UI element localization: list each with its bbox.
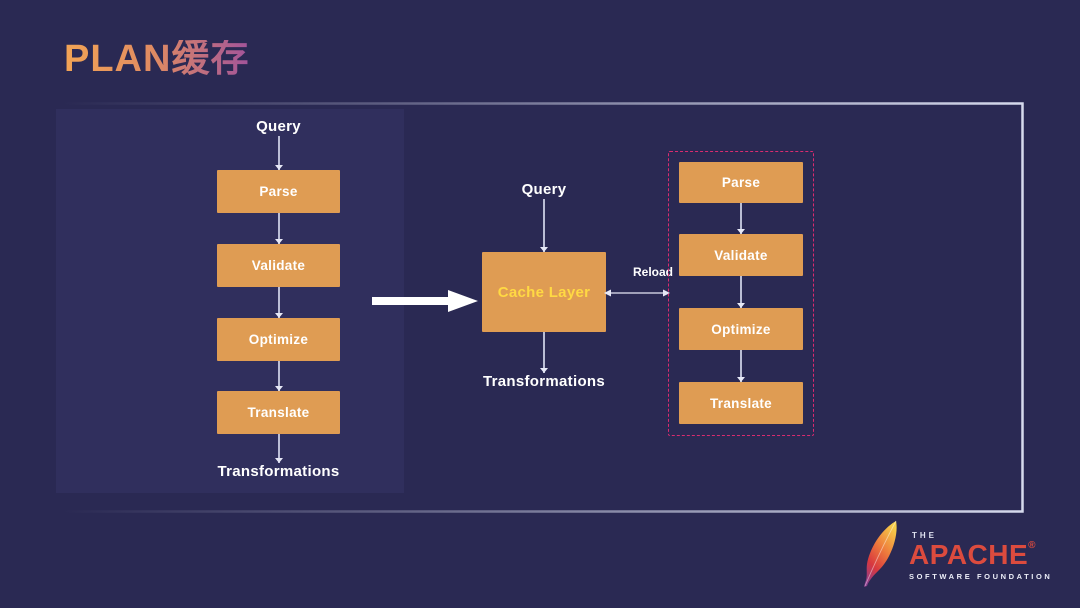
reload-label: Reload [632, 265, 673, 279]
left-step-validate: Validate [217, 244, 340, 287]
logo-the: THE [912, 531, 937, 540]
apache-logo: THE APACHE® SOFTWARE FOUNDATION [860, 518, 1052, 590]
center-query-label: Query [521, 181, 567, 198]
arrow-down-icon [740, 350, 742, 382]
double-arrow-icon [604, 289, 670, 297]
right-step-translate: Translate [679, 382, 803, 424]
left-query-label: Query [256, 118, 301, 135]
logo-subtitle: SOFTWARE FOUNDATION [909, 572, 1053, 581]
left-step-translate: Translate [217, 391, 340, 434]
arrow-down-icon [277, 213, 280, 244]
apache-feather-icon [864, 520, 897, 587]
right-step-parse: Parse [679, 162, 803, 203]
arrow-down-icon [740, 276, 742, 308]
apache-logo-text: THE APACHE® SOFTWARE FOUNDATION [909, 531, 1052, 581]
arrow-down-icon [543, 199, 545, 252]
page-title: PLAN缓存 [64, 38, 250, 80]
cache-layer-node: Cache Layer [482, 252, 606, 332]
right-step-validate: Validate [679, 234, 803, 276]
arrow-down-icon [277, 361, 280, 391]
right-step-optimize: Optimize [679, 308, 803, 350]
plan-cache-dashed-box [668, 151, 814, 436]
left-step-optimize: Optimize [217, 318, 340, 361]
left-flow: Query Parse Validate Optimize Translate … [217, 118, 340, 481]
left-step-parse: Parse [217, 170, 340, 213]
center-flow: Query Cache Layer Transformations [482, 181, 606, 391]
arrow-down-icon [277, 287, 280, 318]
logo-name: APACHE® [909, 541, 1052, 569]
arrow-down-icon [543, 332, 545, 373]
registered-mark: ® [1028, 540, 1037, 551]
arrow-down-icon [740, 203, 742, 234]
arrow-down-icon [277, 136, 280, 170]
left-transformations-label: Transformations [217, 463, 340, 480]
logo-name-text: APACHE [909, 539, 1029, 570]
arrow-down-icon [277, 434, 280, 463]
right-flow: Parse Validate Optimize Translate [679, 162, 803, 424]
center-transformations-label: Transformations [482, 373, 606, 390]
big-right-arrow-icon [372, 290, 478, 312]
